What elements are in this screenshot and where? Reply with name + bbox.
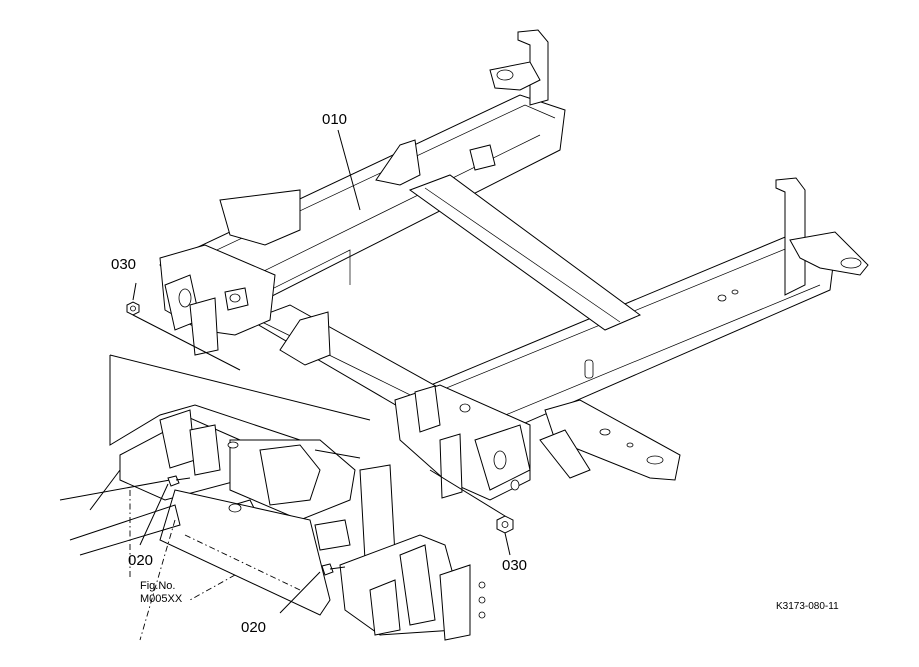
callout-020-bottom: 020 <box>241 619 267 636</box>
callout-030-left: 030 <box>111 256 137 273</box>
nut-030-left <box>126 301 140 316</box>
callout-030-right: 030 <box>502 557 528 574</box>
bolt-020-bottom <box>321 563 346 576</box>
main-frame-010 <box>159 29 869 501</box>
nut-030-right <box>496 515 514 534</box>
figure-reference-line2: M005XX <box>140 593 183 605</box>
callout-020-left: 020 <box>128 552 154 569</box>
callout-010: 010 <box>322 111 348 128</box>
bolt-020-left <box>167 475 191 487</box>
drawing-code: K3173-080-11 <box>776 601 839 612</box>
leader-lines <box>129 129 511 641</box>
figure-reference: Fig.No. M005XX <box>140 580 182 606</box>
lower-subassembly <box>59 354 486 641</box>
figure-reference-line1: Fig.No. <box>140 580 176 592</box>
